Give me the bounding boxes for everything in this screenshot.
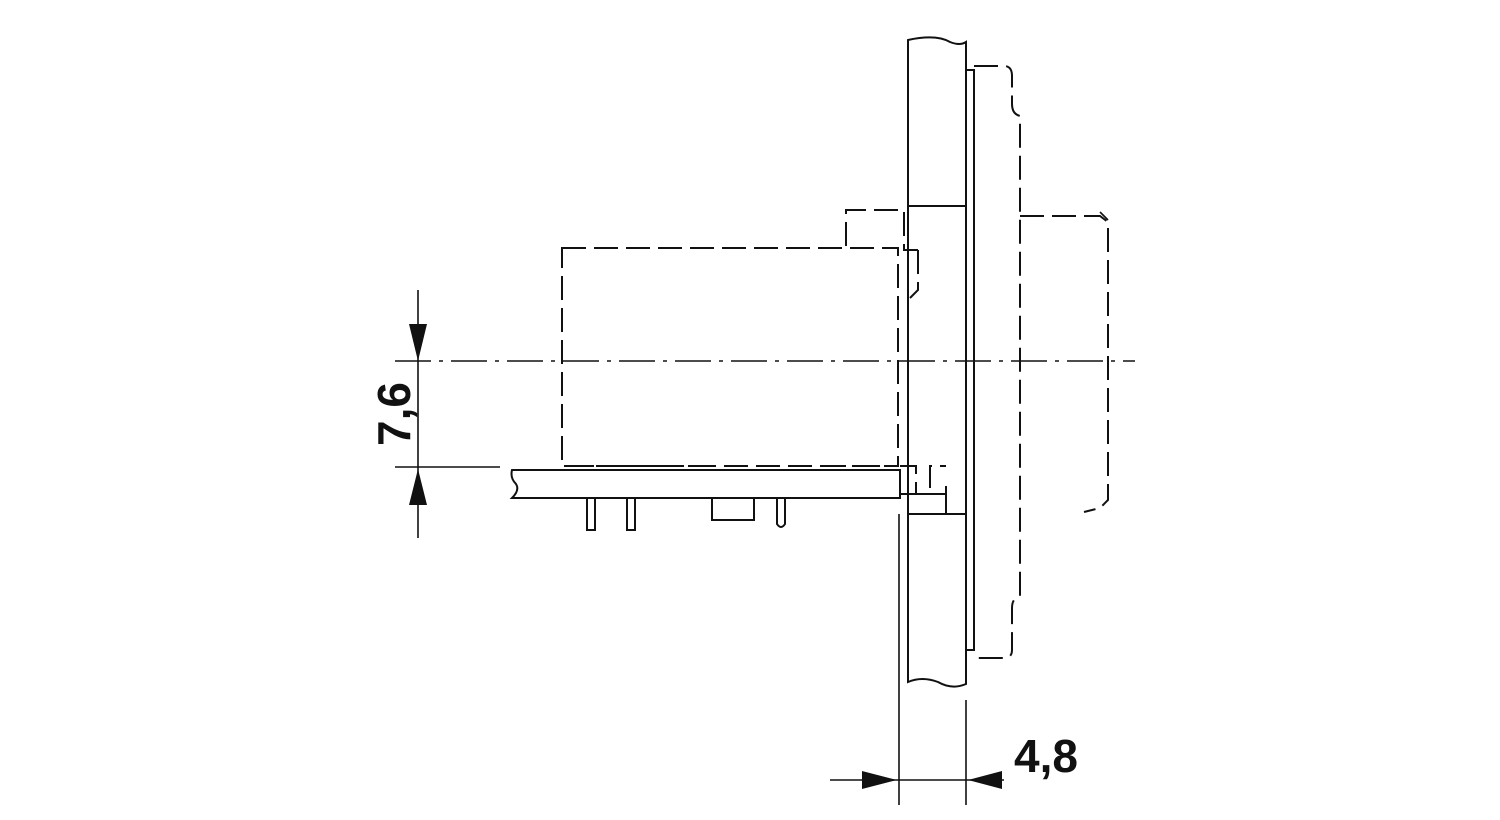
vertical-dimension-label: 7,6 (368, 382, 420, 446)
housing-outline (561, 247, 899, 467)
panel-lower-section (907, 513, 967, 688)
vertical-dim-arrow-top (409, 324, 427, 361)
pcb-board (509, 465, 947, 531)
pcb-component (711, 497, 755, 521)
connector-housing (561, 209, 946, 495)
housing-inner-lip (909, 250, 919, 299)
horizontal-dim-arrow-left (862, 771, 897, 789)
connector-front-tick (1099, 211, 1109, 221)
pcb-pin-1 (586, 497, 596, 531)
vertical-dimension: 7,6 (368, 290, 500, 538)
front-bezel (965, 65, 1109, 659)
panel-upper-section (907, 36, 967, 207)
bezel-outer-outline (974, 65, 1021, 659)
housing-lower-step (900, 465, 946, 495)
horizontal-dimension-label: 4,8 (1014, 730, 1078, 782)
pcb-pin-3 (776, 498, 786, 528)
horizontal-dimension: 4,8 (830, 514, 1078, 805)
housing-latch (845, 209, 918, 251)
connector-front-outline (1020, 215, 1109, 513)
vertical-dim-arrow-bottom (409, 469, 427, 505)
pcb-outline (509, 469, 901, 499)
bezel-flange (965, 69, 975, 651)
horizontal-dim-arrow-right (968, 771, 1002, 789)
pcb-pin-2 (626, 497, 636, 531)
panel-wall (907, 36, 967, 688)
